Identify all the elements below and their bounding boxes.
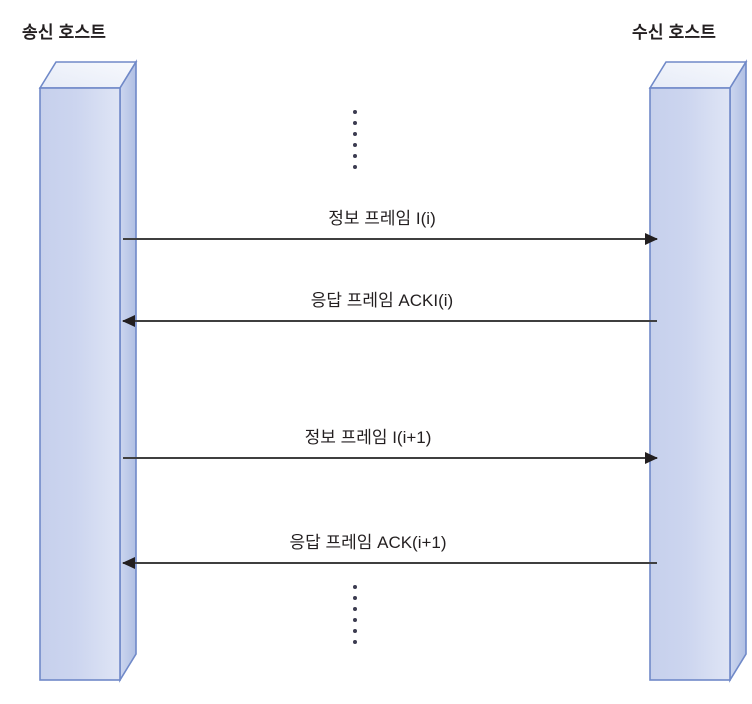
arrow-head-right-icon — [645, 452, 658, 464]
ellipsis-dot — [353, 596, 357, 600]
arrow-head-left-icon — [122, 557, 135, 569]
arrow-line — [123, 320, 657, 322]
message-label-1: 정보 프레임 I(i) — [328, 209, 436, 228]
ellipsis-dot — [353, 143, 357, 147]
message-arrow-3: 정보 프레임 I(i+1) — [123, 428, 658, 464]
ellipsis-dot — [353, 110, 357, 114]
receiver-host-title: 수신 호스트 — [632, 23, 717, 42]
arrow-line — [123, 562, 657, 564]
message-arrow-4: 응답 프레임 ACK(i+1) — [122, 533, 657, 569]
box-side-face — [729, 59, 747, 683]
ellipsis-dot — [353, 640, 357, 644]
receiver-host-box — [642, 59, 748, 683]
ellipsis-dot — [353, 165, 357, 169]
box-front-face — [39, 87, 121, 681]
message-label-3: 정보 프레임 I(i+1) — [304, 428, 432, 447]
sender-host-title: 송신 호스트 — [22, 23, 107, 42]
ellipsis-bottom — [353, 585, 357, 644]
ellipsis-dot — [353, 607, 357, 611]
ellipsis-dot — [353, 132, 357, 136]
arrow-head-left-icon — [122, 315, 135, 327]
message-label-4: 응답 프레임 ACK(i+1) — [289, 533, 447, 552]
arrow-head-right-icon — [645, 233, 658, 245]
ellipsis-dot — [353, 154, 357, 158]
sender-host-box — [32, 59, 138, 683]
box-front-face — [649, 87, 731, 681]
ellipsis-dot — [353, 618, 357, 622]
arrow-line — [123, 238, 657, 240]
message-label-2: 응답 프레임 ACKI(i) — [310, 291, 454, 310]
ellipsis-dot — [353, 121, 357, 125]
arrow-line — [123, 457, 657, 459]
ellipsis-dot — [353, 585, 357, 589]
ellipsis-dot — [353, 629, 357, 633]
ellipsis-top — [353, 110, 357, 169]
message-arrow-1: 정보 프레임 I(i) — [123, 209, 658, 245]
message-arrow-2: 응답 프레임 ACKI(i) — [122, 291, 657, 327]
box-side-face — [119, 59, 137, 683]
